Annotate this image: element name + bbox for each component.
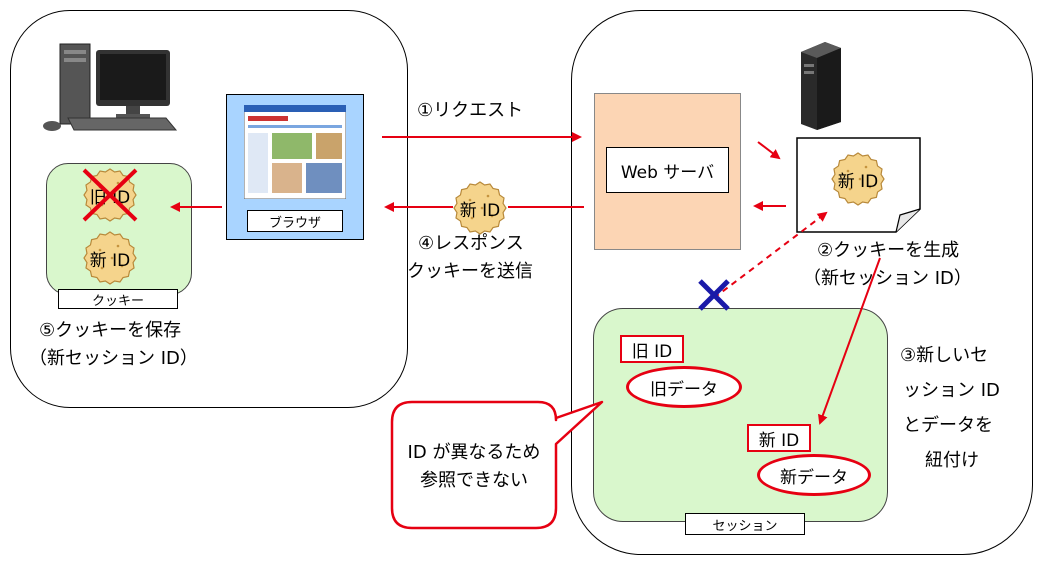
cookie-store-label: クッキー [58, 289, 178, 309]
browser-label: ブラウザ [247, 210, 343, 232]
transit-cookie: 新 ID [452, 180, 508, 236]
step2-text-line2: （新セッション ID） [803, 268, 972, 289]
computer-icon [43, 43, 178, 131]
server-new-cookie-label: 新 ID [837, 171, 879, 192]
old-data-oval: 旧データ [626, 366, 742, 408]
cross-mark-icon [82, 168, 138, 222]
step5-text-line1: ⑤クッキーを保存 [39, 320, 182, 341]
step3-text-line4: 紐付け [925, 450, 979, 471]
callout-line-2: 参照できない [420, 470, 528, 491]
step3-text-line2: ッション ID [903, 380, 1000, 401]
callout-bubble [390, 400, 604, 530]
server-new-cookie: 新 ID [830, 151, 886, 207]
session-label: セッション [685, 513, 805, 535]
client-new-cookie: 新 ID [82, 230, 138, 286]
callout-line-1: ID が異なるため [407, 442, 541, 463]
step3-text-line1: ③新しいセ [900, 345, 989, 366]
dashed-link-arrow [713, 211, 828, 299]
webpage-thumbnail [244, 105, 346, 199]
server-icon [801, 42, 841, 130]
step2-text-line1: ②クッキーを生成 [817, 240, 960, 261]
new-id-box: 新 ID [747, 424, 811, 452]
blocked-x-icon [698, 279, 730, 311]
step1-text: ①リクエスト [417, 100, 524, 121]
generate-arrow [757, 141, 781, 160]
new-data-oval: 新データ [757, 454, 871, 496]
old-id-box: 旧 ID [620, 335, 684, 363]
transit-cookie-label: 新 ID [459, 200, 501, 221]
step4-text-line1: ④レスポンス [418, 233, 524, 254]
cookie-shape-client-new [83, 231, 137, 285]
cookie-shape-server [831, 152, 885, 206]
step5-text-line2: （新セッション ID） [29, 348, 198, 369]
step3-text-line3: とデータを [903, 415, 993, 436]
client-new-cookie-label: 新 ID [89, 250, 131, 271]
step4-text-line2: クッキーを送信 [407, 261, 533, 282]
cookie-shape-transit [453, 181, 507, 235]
web-server-label: Web サーバ [606, 147, 729, 193]
bind-arrow [818, 257, 881, 425]
